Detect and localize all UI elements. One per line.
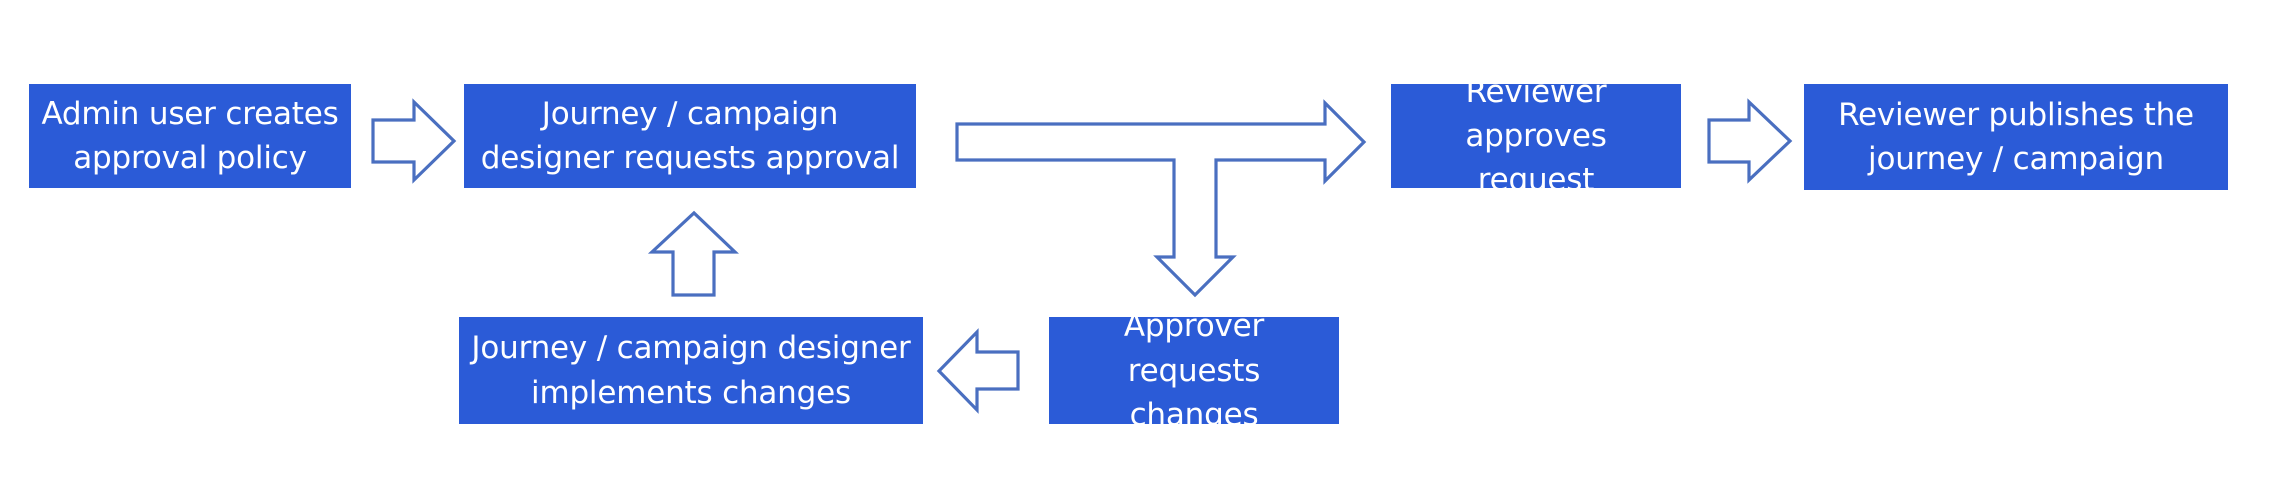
arrow-right-approve-to-publish <box>1707 98 1793 184</box>
designer-requests-approval-label: Journey / campaign designer requests app… <box>480 95 900 176</box>
arrow-left-changes-to-implement <box>936 328 1020 414</box>
arrow-up-implement-to-request <box>647 210 740 297</box>
approver-requests-changes-box: Approver requests changes <box>1049 308 1339 433</box>
reviewer-publishes-label: Reviewer publishes the journey / campaig… <box>1838 96 2194 177</box>
reviewer-publishes-box: Reviewer publishes the journey / campaig… <box>1804 84 2228 190</box>
designer-implements-changes-box: Journey / campaign designer implements c… <box>459 317 923 424</box>
arrow-right-admin-to-request <box>371 98 457 184</box>
designer-requests-approval-box: Journey / campaign designer requests app… <box>464 84 916 188</box>
approver-requests-changes-label: Approver requests changes <box>1123 308 1265 433</box>
reviewer-approves-label: Reviewer approves request <box>1465 73 1607 199</box>
admin-creates-policy-box: Admin user creates approval policy <box>29 84 351 188</box>
designer-implements-changes-label: Journey / campaign designer implements c… <box>471 330 911 411</box>
reviewer-approves-box: Reviewer approves request <box>1391 74 1681 198</box>
arrow-split-request-to-review <box>955 99 1367 298</box>
admin-creates-policy-label: Admin user creates approval policy <box>41 95 339 176</box>
